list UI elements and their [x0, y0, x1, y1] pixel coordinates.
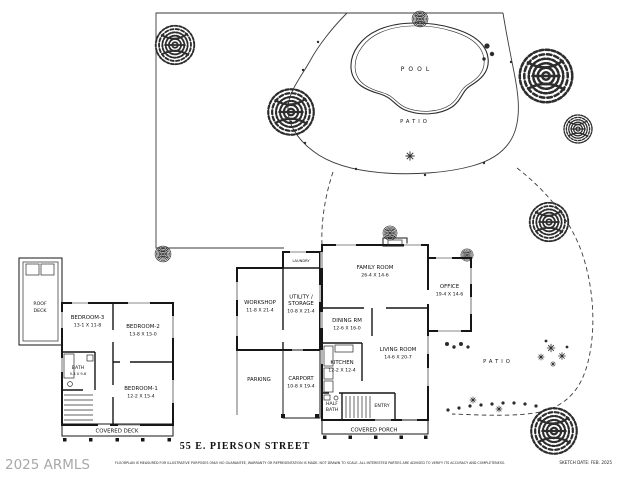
carport-label: CARPORT — [288, 376, 314, 382]
office-label: OFFICE — [440, 284, 460, 290]
bedroom2-dims: 13-8 X 15-0 — [129, 332, 156, 338]
laundry-label: LAUNDRY — [292, 259, 310, 263]
bedroom1-dims: 12-2 X 15-4 — [127, 394, 154, 400]
utility-label-1: UTILITY / — [289, 295, 313, 301]
pool — [350, 22, 489, 115]
covered-porch-label: COVERED PORCH — [351, 428, 398, 434]
carport-dims: 10-8 X 19-4 — [287, 384, 314, 390]
sketch-date: SKETCH DATE: FEB. 2025 — [559, 460, 612, 465]
site-labels: POOL PATIO PATIO — [400, 66, 513, 365]
family-room-label: FAMILY ROOM — [357, 265, 394, 271]
stepping-stones — [445, 43, 569, 412]
disclaimer-text: FLOORPLAN IS MEASURED FOR ILLUSTRATIVE P… — [115, 461, 505, 465]
parking-label: PARKING — [247, 377, 271, 383]
workshop-dims: 11-8 X 21-4 — [246, 308, 273, 314]
pool-label: POOL — [401, 66, 433, 73]
footer: 55 E. PIERSON STREET FLOORPLAN IS MEASUR… — [5, 441, 612, 473]
bedroom3-dims: 13-1 X 11-8 — [74, 323, 101, 329]
kitchen-label: KITCHEN — [330, 360, 353, 366]
bath-fixtures — [63, 353, 94, 387]
entry-stairs — [345, 396, 371, 418]
bedroom1-label: BEDROOM-1 — [124, 386, 158, 392]
utility-label-2: STORAGE — [288, 301, 314, 307]
half-bath-label-1: HALF — [326, 401, 338, 407]
bath-label: BATH — [72, 365, 85, 371]
office-dims: 19-4 X 14-6 — [436, 292, 463, 298]
bedroom3-label: BEDROOM-3 — [71, 315, 105, 321]
pool-patio-boundary — [287, 12, 519, 177]
porch-posts — [323, 435, 428, 439]
armls-watermark: 2025 ARMLS — [5, 457, 90, 473]
living-room-label: LIVING ROOM — [380, 347, 417, 353]
utility-dims: 10-8 X 21-4 — [287, 309, 314, 315]
landscape-edge-dashed — [321, 167, 594, 416]
address-title: 55 E. PIERSON STREET — [180, 441, 311, 452]
roof-deck-label-1: ROOF — [33, 301, 47, 307]
flower-icon — [557, 351, 567, 361]
bath-dims: 5-4 X 9-8 — [70, 372, 87, 376]
half-bath-fixtures — [323, 394, 339, 401]
patio-side-label: PATIO — [483, 359, 513, 365]
living-room-dims: 14-6 X 20-7 — [384, 355, 411, 361]
bedroom-wing: BEDROOM-3 13-1 X 11-8 BEDROOM-2 13-8 X 1… — [18, 257, 175, 442]
covered-deck-label: COVERED DECK — [96, 429, 139, 435]
workshop-label: WORKSHOP — [244, 300, 277, 306]
dining-room-dims: 12-6 X 16-0 — [333, 326, 360, 332]
flower-icon — [537, 353, 545, 361]
deck-posts — [63, 438, 171, 442]
roof-deck-label-2: DECK — [34, 308, 48, 314]
stairs — [64, 394, 93, 421]
kitchen-dims: 12-2 X 12-4 — [328, 368, 355, 374]
kitchen-fixtures — [323, 344, 354, 393]
family-room-dims: 26-4 X 14-6 — [361, 273, 388, 279]
patio-pool-label: PATIO — [400, 119, 430, 125]
workshop-building: LAUNDRY WORKSHOP 11-8 X 21-4 UTILITY / S… — [235, 250, 322, 419]
main-house: FAMILY ROOM 26-4 X 14-6 OFFICE 19-4 X 14… — [320, 237, 473, 439]
entry-label: ENTRY — [374, 403, 389, 409]
bedroom2-label: BEDROOM-2 — [126, 324, 160, 330]
dining-room-label: DINING RM — [332, 318, 362, 324]
property-boundary — [155, 12, 503, 249]
half-bath-label-2: BATH — [326, 407, 339, 413]
